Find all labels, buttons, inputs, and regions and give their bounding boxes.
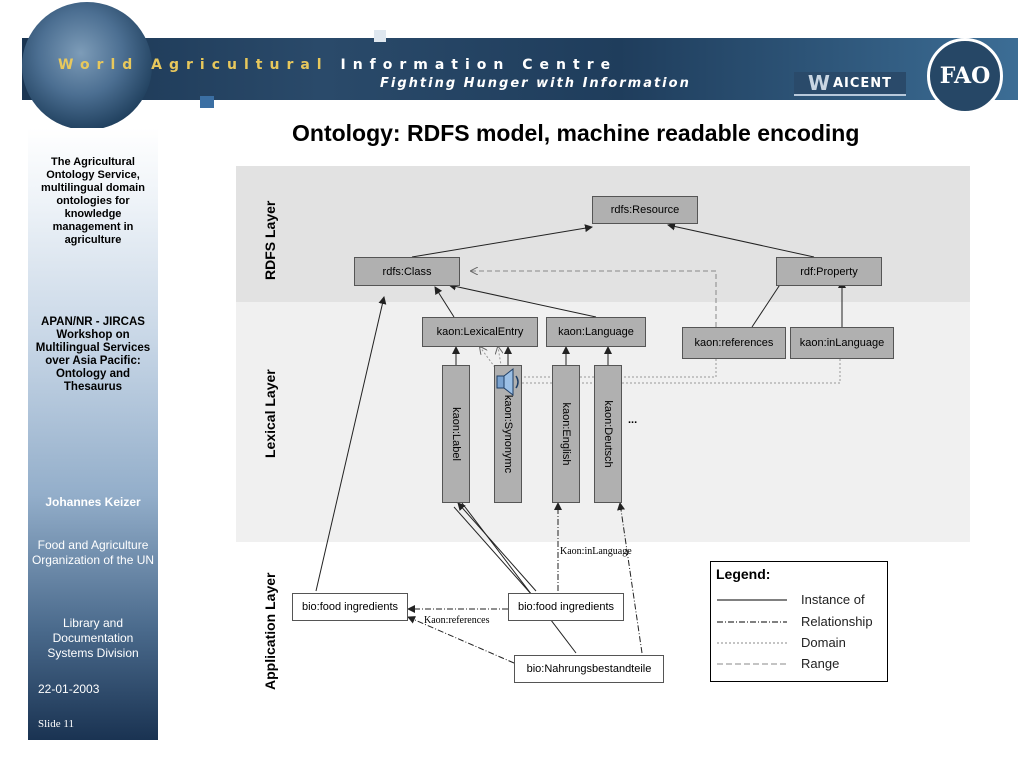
header-banner: World Agricultural Information Centre Fi… xyxy=(22,2,1018,130)
node-rdfs-class: rdfs:Class xyxy=(354,257,460,286)
slide-title: Ontology: RDFS model, machine readable e… xyxy=(292,120,860,146)
edge-nahrung-label xyxy=(461,502,577,654)
node-bio-nahrungsbestandteile: bio:Nahrungsbestandteile xyxy=(514,655,664,683)
node-bio-food-ingredients-right: bio:food ingredients xyxy=(508,593,624,621)
node-kaon-english: kaon:English xyxy=(552,365,580,503)
legend-line-dashed xyxy=(717,663,787,665)
banner-title-world: World xyxy=(58,57,140,73)
node-kaon-label: kaon:Label xyxy=(442,365,470,503)
banner-decor-square xyxy=(374,30,386,42)
legend-line-solid xyxy=(717,599,787,601)
node-rdfs-resource: rdfs:Resource xyxy=(592,196,698,224)
banner-title-agricultural: Agricultural xyxy=(151,57,329,73)
legend-item-relationship: Relationship xyxy=(717,614,885,632)
edge-class-resource xyxy=(411,224,593,258)
sidebar-talk-title: The Agricultural Ontology Service, multi… xyxy=(41,156,145,246)
banner-subtitle: Fighting Hunger with Information xyxy=(380,76,691,91)
node-kaon-synonym-text: kaon:Synonymc xyxy=(502,394,514,474)
edge-food-right-label xyxy=(457,502,537,592)
edge-nahrung-deutsch xyxy=(617,502,643,654)
node-rdf-property: rdf:Property xyxy=(776,257,882,286)
legend-item-domain: Domain xyxy=(717,635,885,653)
edge-references-range xyxy=(471,271,717,327)
legend-item-range: Range xyxy=(717,656,885,674)
fao-logo-text: FAO xyxy=(939,63,991,89)
ellipsis-more-languages: ... xyxy=(628,414,638,426)
waicent-w-mark: W xyxy=(807,71,831,95)
legend-item-instance: Instance of xyxy=(717,592,885,610)
legend-label: Instance of xyxy=(801,592,865,607)
edge-food-right-label-2 xyxy=(453,506,533,596)
diagram-edges xyxy=(315,222,846,664)
node-kaon-english-text: kaon:English xyxy=(560,402,572,466)
sidebar-date: 22-01-2003 xyxy=(38,682,100,696)
sidebar: The Agricultural Ontology Service, multi… xyxy=(28,128,158,740)
legend-line-dotted xyxy=(717,642,787,644)
legend-label: Relationship xyxy=(801,614,873,629)
node-kaon-lexicalentry: kaon:LexicalEntry xyxy=(422,317,538,347)
edge-label-references: Kaon:references xyxy=(424,615,490,626)
node-kaon-deutsch: kaon:Deutsch xyxy=(594,365,622,503)
banner-title: World Agricultural Information Centre xyxy=(58,57,617,73)
waicent-logo-text: AICENT xyxy=(832,75,893,91)
node-kaon-references: kaon:references xyxy=(682,327,786,359)
fao-logo: FAO xyxy=(927,38,1003,114)
node-kaon-inlanguage: kaon:inLanguage xyxy=(790,327,894,359)
edge-inlanguage-domain xyxy=(498,347,841,384)
banner-title-information-centre: Information Centre xyxy=(340,57,618,73)
legend: Legend: Instance of Relationship Domain … xyxy=(710,561,888,682)
ontology-diagram: RDFS Layer Lexical Layer Application Lay… xyxy=(236,166,970,696)
legend-title: Legend: xyxy=(716,566,771,582)
legend-label: Domain xyxy=(801,635,846,650)
globe-icon xyxy=(22,2,152,130)
sidebar-author: Johannes Keizer xyxy=(45,495,141,509)
edge-food-left-class xyxy=(315,296,387,592)
edge-lexicalentry-class xyxy=(434,286,455,318)
sidebar-slide-number: Slide 11 xyxy=(38,718,74,730)
node-bio-food-ingredients-left: bio:food ingredients xyxy=(292,593,408,621)
edge-nahrung-references xyxy=(407,616,515,664)
waicent-logo: W AICENT xyxy=(794,71,906,96)
legend-label: Range xyxy=(801,656,840,671)
node-kaon-deutsch-text: kaon:Deutsch xyxy=(602,400,614,468)
edge-property-resource xyxy=(667,222,815,258)
edge-language-class xyxy=(448,282,597,318)
sidebar-organization: Food and Agriculture Organization of the… xyxy=(31,538,155,567)
speaker-icon[interactable] xyxy=(494,366,522,403)
node-kaon-label-text: kaon:Label xyxy=(450,407,462,461)
sidebar-workshop: APAN/NR - JIRCAS Workshop on Multilingua… xyxy=(35,316,151,393)
node-kaon-language: kaon:Language xyxy=(546,317,646,347)
legend-line-dash-dot xyxy=(717,621,787,623)
edge-label-inlanguage: Kaon:inLanguage xyxy=(560,546,632,557)
banner-decor-square xyxy=(200,96,214,108)
sidebar-division: Library and Documentation Systems Divisi… xyxy=(47,616,139,660)
